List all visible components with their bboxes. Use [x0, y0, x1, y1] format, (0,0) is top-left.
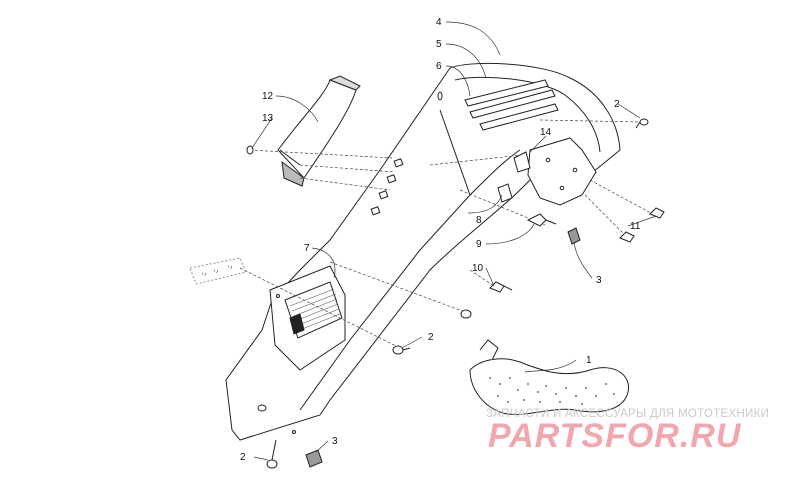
warning-decal — [284, 281, 343, 339]
frame-bracket — [189, 257, 247, 285]
callout-3-bottom: 3 — [332, 436, 338, 447]
watermark-brand: PARTSFOR.RU — [488, 417, 742, 455]
callout-7: 7 — [304, 243, 310, 254]
snow-flap — [469, 339, 630, 416]
license-bracket — [527, 137, 597, 206]
callout-10: 10 — [472, 263, 484, 274]
callout-6: 6 — [436, 61, 442, 72]
callout-1: 1 — [586, 355, 592, 366]
callout-3-right: 3 — [596, 275, 602, 286]
callout-2-middle: 2 — [428, 332, 434, 343]
callout-11: 11 — [630, 221, 641, 232]
callout-8: 8 — [476, 215, 482, 226]
hand-grip — [277, 75, 361, 187]
callout-2-top: 2 — [614, 99, 620, 110]
fender-vents — [370, 79, 559, 216]
callout-12: 12 — [262, 91, 274, 102]
clip-nut-upper — [305, 151, 581, 468]
callout-9: 9 — [476, 239, 482, 250]
fasteners — [246, 91, 665, 469]
mud-flap — [269, 265, 346, 371]
watermark-tagline: ЗАПЧАСТИ И АКСЕССУАРЫ ДЛЯ МОТОТЕХНИКИ — [486, 408, 769, 420]
callout-4: 4 — [436, 17, 442, 28]
callout-13: 13 — [262, 113, 274, 124]
callout-5: 5 — [436, 39, 442, 50]
callout-2-bottom: 2 — [240, 452, 246, 463]
callout-leaders — [251, 21, 657, 461]
callout-14: 14 — [540, 127, 552, 138]
